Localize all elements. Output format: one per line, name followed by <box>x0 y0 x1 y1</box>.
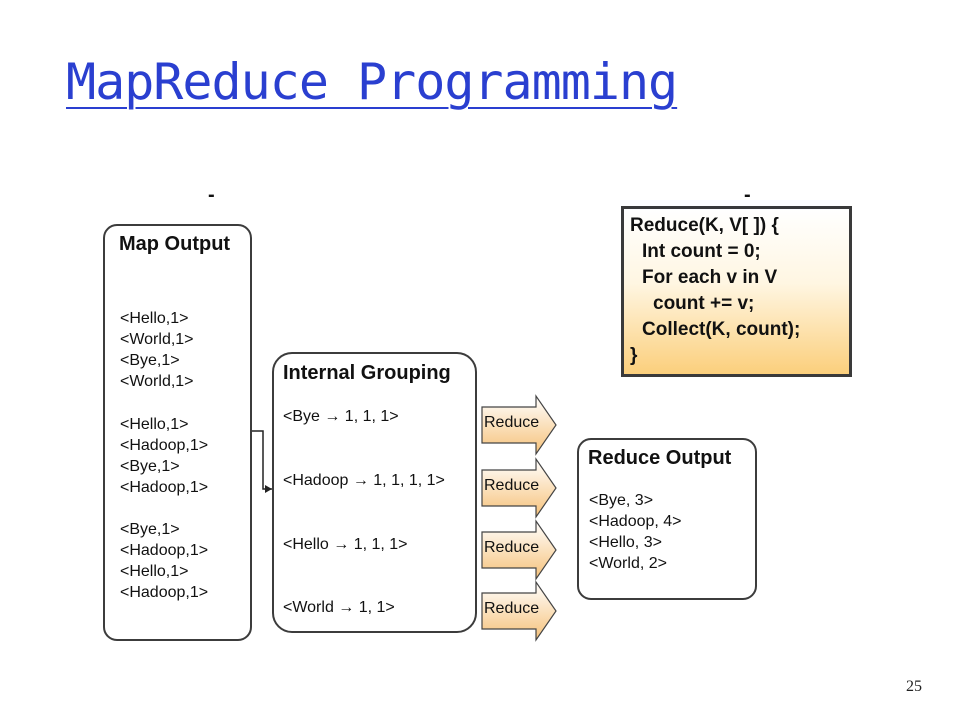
reduce-code-box: Reduce(K, V[ ]) { Int count = 0; For eac… <box>621 206 852 377</box>
reduce-arrow: Reduce <box>480 580 560 642</box>
reduce-output-line: <Hadoop, 4> <box>589 513 682 530</box>
reduce-arrow: Reduce <box>480 519 560 581</box>
dash-mark-right: - <box>744 184 751 206</box>
grouping-line: <Bye → 1, 1, 1> <box>283 408 399 425</box>
map-output-line: <World,1> <box>120 331 194 348</box>
map-output-box: Map Output <Hello,1> <World,1> <Bye,1> <… <box>103 224 252 641</box>
map-output-line: <Hello,1> <box>120 310 189 327</box>
internal-grouping-header: Internal Grouping <box>283 362 451 384</box>
internal-grouping-box: Internal Grouping <Bye → 1, 1, 1> <Hadoo… <box>272 352 477 633</box>
code-line: Collect(K, count); <box>642 319 801 340</box>
dash-mark-left: - <box>208 184 215 206</box>
code-line: } <box>630 345 638 366</box>
grouping-line: <Hello → 1, 1, 1> <box>283 536 408 553</box>
code-line: Reduce(K, V[ ]) { <box>630 215 779 236</box>
reduce-arrow-label: Reduce <box>484 477 540 494</box>
map-output-line: <Hadoop,1> <box>120 584 209 601</box>
map-output-line: <Bye,1> <box>120 352 180 369</box>
map-output-header: Map Output <box>119 233 231 255</box>
reduce-output-line: <World, 2> <box>589 555 667 572</box>
map-output-line: <Hadoop,1> <box>120 479 209 496</box>
reduce-output-line: <Bye, 3> <box>589 492 654 509</box>
reduce-arrow-label: Reduce <box>484 414 540 431</box>
reduce-output-box: Reduce Output <Bye, 3> <Hadoop, 4> <Hell… <box>577 438 757 600</box>
reduce-arrow-shape <box>481 394 557 456</box>
map-output-line: <Hadoop,1> <box>120 542 209 559</box>
code-line: For each v in V <box>642 267 778 288</box>
reduce-arrow-shape <box>481 580 557 642</box>
map-output-line: <Bye,1> <box>120 458 180 475</box>
code-line: count += v; <box>653 293 755 314</box>
reduce-arrow-label: Reduce <box>484 600 540 617</box>
map-output-line: <Hello,1> <box>120 563 189 580</box>
reduce-arrow-shape <box>481 457 557 519</box>
map-output-line: <Bye,1> <box>120 521 180 538</box>
map-output-line: <Hello,1> <box>120 416 189 433</box>
reduce-output-line: <Hello, 3> <box>589 534 662 551</box>
grouping-line: <World → 1, 1> <box>283 599 395 616</box>
page-title: MapReduce Programming <box>66 53 678 111</box>
reduce-arrow: Reduce <box>480 394 560 456</box>
map-output-line: <Hadoop,1> <box>120 437 209 454</box>
map-output-line: <World,1> <box>120 373 194 390</box>
reduce-output-header: Reduce Output <box>588 447 732 469</box>
reduce-arrow-label: Reduce <box>484 539 540 556</box>
reduce-arrow: Reduce <box>480 457 560 519</box>
reduce-arrow-shape <box>481 519 557 581</box>
code-line: Int count = 0; <box>642 241 761 262</box>
grouping-line: <Hadoop → 1, 1, 1, 1> <box>283 472 445 489</box>
page-number: 25 <box>906 678 922 695</box>
